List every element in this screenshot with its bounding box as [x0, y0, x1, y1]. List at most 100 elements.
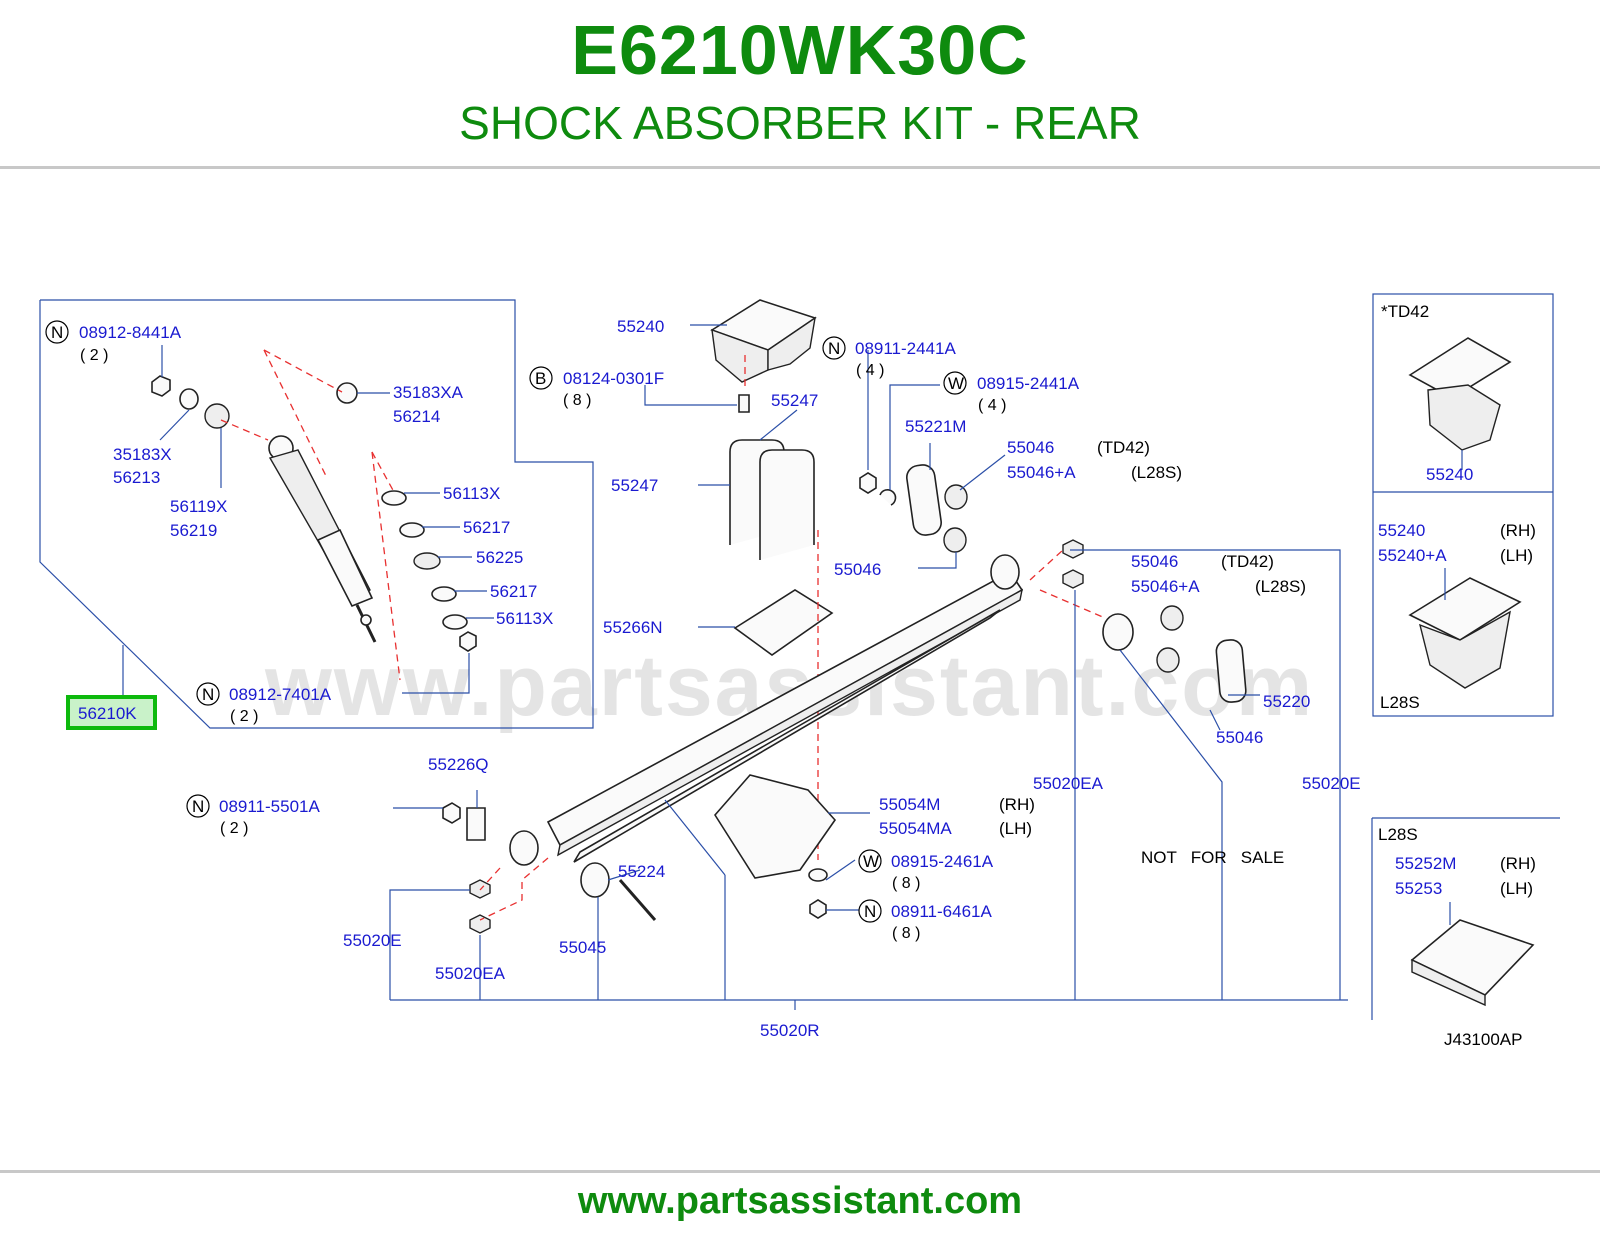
variant-label: (RH) — [1500, 521, 1536, 540]
variant-label: (TD42) — [1221, 552, 1274, 571]
part-label[interactable]: 56213 — [113, 468, 160, 487]
part-label[interactable]: 55046 — [834, 560, 881, 579]
part-label[interactable]: 55045 — [559, 938, 606, 957]
part-label[interactable]: 55046+A — [1131, 577, 1200, 596]
leaf-spring-illustration — [509, 554, 1024, 866]
callout-n-icon: N — [45, 320, 69, 344]
part-label[interactable]: 08915-2461A — [891, 852, 994, 871]
part-label[interactable]: 55224 — [618, 862, 665, 881]
part-label[interactable]: 56217 — [490, 582, 537, 601]
part-label[interactable]: 55046 — [1131, 552, 1178, 571]
part-label[interactable]: 56113X — [443, 484, 500, 503]
spring-bushing-illustration — [1062, 539, 1247, 703]
part-label[interactable]: 08124-0301F — [563, 369, 664, 388]
quantity-label: ( 8 ) — [892, 925, 920, 942]
callout-n-icon: N — [858, 899, 882, 923]
shock-hardware-illustration — [151, 375, 477, 652]
footer-url[interactable]: www.partsassistant.com — [577, 1180, 1023, 1222]
part-label[interactable]: 55240 — [1378, 521, 1425, 540]
header-divider — [0, 166, 1600, 169]
callout-b-icon: B — [529, 366, 553, 390]
part-label[interactable]: 55247 — [611, 476, 658, 495]
part-description: SHOCK ABSORBER KIT - REAR — [459, 97, 1141, 149]
variant-title: L28S — [1378, 825, 1418, 844]
quantity-label: ( 8 ) — [563, 392, 591, 409]
part-label[interactable]: 08911-2441A — [855, 339, 956, 358]
part-label[interactable]: 55252M — [1395, 854, 1456, 873]
part-label[interactable]: 55220 — [1263, 692, 1310, 711]
callout-n-icon: N — [186, 794, 210, 818]
svg-text:W: W — [863, 852, 879, 871]
part-label[interactable]: 55020R — [760, 1021, 820, 1040]
part-label[interactable]: 55240+A — [1378, 546, 1447, 565]
quantity-label: ( 2 ) — [230, 708, 258, 725]
variant-title: L28S — [1380, 693, 1420, 712]
highlighted-part-label[interactable]: 56210K — [78, 704, 137, 723]
diagram-code: J43100AP — [1444, 1030, 1522, 1049]
quantity-label: ( 8 ) — [892, 875, 920, 892]
u-bolt-illustration — [729, 439, 815, 560]
variant-label: (TD42) — [1097, 438, 1150, 457]
part-label[interactable]: 55221M — [905, 417, 966, 436]
part-label[interactable]: 55046 — [1007, 438, 1054, 457]
part-label[interactable]: 08912-8441A — [79, 323, 182, 342]
part-label[interactable]: 56217 — [463, 518, 510, 537]
part-label[interactable]: 56119X — [170, 497, 227, 516]
svg-text:N: N — [51, 323, 63, 342]
variant-frame — [1372, 293, 1554, 717]
part-label[interactable]: 08912-7401A — [229, 685, 332, 704]
variant-label: (LH) — [1500, 879, 1533, 898]
spring-pad-illustration — [714, 774, 837, 879]
part-label[interactable]: 35183X — [113, 445, 172, 464]
part-label[interactable]: 55020E — [1302, 774, 1361, 793]
part-label[interactable]: 56113X — [496, 609, 553, 628]
part-label[interactable]: 55020EA — [435, 964, 506, 983]
callout-n-icon: N — [822, 336, 846, 360]
part-label[interactable]: 55046+A — [1007, 463, 1076, 482]
part-label[interactable]: 55247 — [771, 391, 818, 410]
variant-label: (LH) — [999, 819, 1032, 838]
svg-text:N: N — [192, 797, 204, 816]
part-label[interactable]: 55046 — [1216, 728, 1263, 747]
part-label[interactable]: 35183XA — [393, 383, 464, 402]
bolt-illustration — [738, 394, 750, 413]
part-label[interactable]: 55054MA — [879, 819, 952, 838]
variant-label: (RH) — [999, 795, 1035, 814]
l28s-bracket-illustration — [1408, 577, 1522, 689]
not-for-sale-note: NOT FOR SALE — [1141, 848, 1284, 867]
part-label[interactable]: 55020EA — [1033, 774, 1104, 793]
variant-label: (L28S) — [1131, 463, 1182, 482]
part-label[interactable]: 55253 — [1395, 879, 1442, 898]
part-label[interactable]: 56219 — [170, 521, 217, 540]
part-number-title: E6210WK30C — [571, 11, 1029, 89]
part-label[interactable]: 08911-5501A — [219, 797, 320, 816]
highlighted-part-box[interactable] — [66, 695, 157, 730]
shock-absorber-illustration — [268, 435, 377, 643]
shackle-illustration — [859, 464, 968, 553]
quantity-label: ( 4 ) — [978, 397, 1006, 414]
callout-w-icon: W — [858, 849, 882, 873]
part-label[interactable]: 55240 — [617, 317, 664, 336]
variant-label: (L28S) — [1255, 577, 1306, 596]
quantity-label: ( 2 ) — [220, 820, 248, 837]
part-label[interactable]: 56214 — [393, 407, 440, 426]
part-label[interactable]: 55266N — [603, 618, 663, 637]
svg-text:N: N — [828, 339, 840, 358]
svg-text:N: N — [202, 685, 214, 704]
part-label[interactable]: 56225 — [476, 548, 523, 567]
part-label[interactable]: 08915-2441A — [977, 374, 1080, 393]
l28s-plate-illustration — [1410, 919, 1535, 1007]
part-label[interactable]: 55240 — [1426, 465, 1473, 484]
part-label[interactable]: 08911-6461A — [891, 902, 992, 921]
part-label[interactable]: 55054M — [879, 795, 940, 814]
footer-divider — [0, 1170, 1600, 1173]
shock-kit-frame — [39, 299, 594, 729]
part-label[interactable]: 55226Q — [428, 755, 489, 774]
part-label[interactable]: 55020E — [343, 931, 402, 950]
bump-stopper-illustration — [710, 299, 817, 383]
callout-w-icon: W — [943, 371, 967, 395]
page-header: E6210WK30C SHOCK ABSORBER KIT - REAR — [0, 0, 1600, 168]
lower-hardware-illustration — [442, 802, 828, 934]
quantity-label: ( 4 ) — [856, 362, 884, 379]
